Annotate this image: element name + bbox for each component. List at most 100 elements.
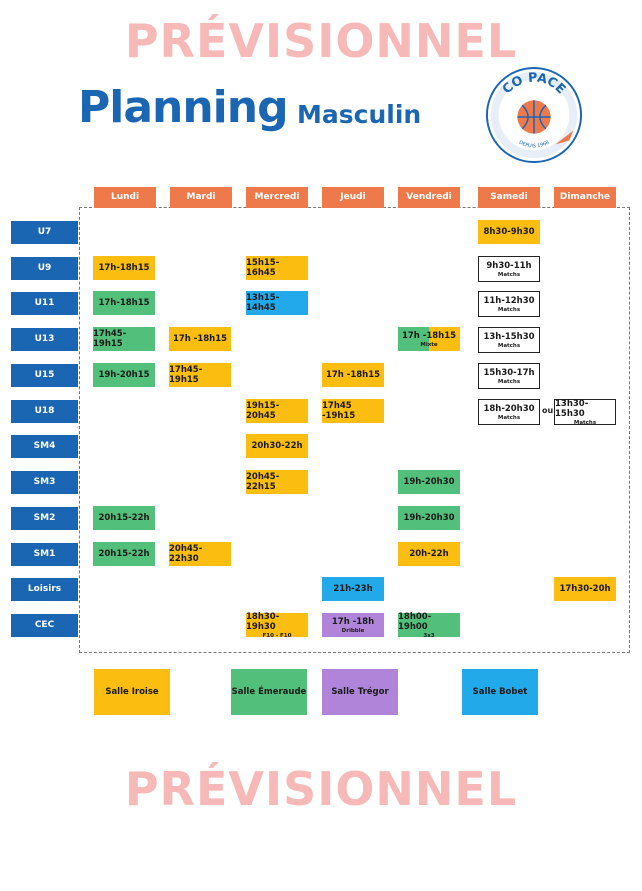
session-time: 17h-18h15	[98, 263, 150, 273]
session-note: Dribble	[341, 627, 365, 634]
svg-text:DEPUIS 1968: DEPUIS 1968	[518, 140, 550, 150]
session-time: 18h00-19h00	[398, 611, 432, 632]
session-note: Matchs	[497, 414, 521, 421]
session-time: 17h30-20h	[559, 584, 611, 594]
session-note: F10 - F10	[262, 632, 292, 639]
category-u15: U15	[11, 364, 78, 387]
category-loisirs: Loisirs	[11, 578, 78, 601]
session-note: Matchs	[497, 306, 521, 313]
session-time: 20h45-22h15	[246, 472, 280, 492]
legend-venue: Salle Bobet	[462, 669, 538, 715]
session-slot: 17h30-20h	[554, 577, 616, 601]
session-slot: 20h45-22h15	[246, 470, 308, 494]
session-time: 13h-15h30	[483, 331, 535, 342]
session-time: 18h30-19h30	[246, 611, 280, 632]
session-slot: 19h-20h30	[398, 506, 460, 530]
session-time: 20h15-22h	[98, 513, 150, 523]
day-header-dimanche: Dimanche	[554, 187, 616, 208]
session-time: 19h-20h30	[403, 513, 455, 523]
category-sm3: SM3	[11, 471, 78, 494]
session-slot: 8h30-9h30	[478, 220, 540, 244]
session-note: Matchs	[497, 378, 521, 385]
session-time: 17h -18h15	[325, 370, 381, 380]
session-slot: 20h30-22h	[246, 434, 308, 458]
day-header-samedi: Samedi	[478, 187, 540, 208]
session-slot: 17h -18h15	[169, 327, 231, 351]
session-slot: 17h45 -19h15	[322, 399, 384, 423]
session-time: 17h-18h15	[98, 298, 150, 308]
session-time: 18h-20h30	[483, 403, 535, 414]
category-cec: CEC	[11, 614, 78, 637]
session-time: 20h15-22h	[98, 549, 150, 559]
logo-text-bottom: DEPUIS 1968	[518, 140, 550, 150]
session-slot: 20h15-22h	[93, 506, 155, 530]
legend-venue: Salle Émeraude	[231, 669, 307, 715]
category-sm2: SM2	[11, 507, 78, 530]
session-note: Mixte	[420, 341, 438, 348]
watermark-top: PRÉVISIONNEL	[124, 14, 518, 68]
session-slot: 19h-20h30	[398, 470, 460, 494]
page-subtitle: Masculin	[297, 100, 422, 129]
session-time: 17h45 -19h15	[322, 401, 356, 421]
watermark-bottom: PRÉVISIONNEL	[124, 762, 518, 816]
category-sm1: SM1	[11, 543, 78, 566]
day-header-jeudi: Jeudi	[322, 187, 384, 208]
session-time: 21h-23h	[333, 584, 373, 594]
day-header-lundi: Lundi	[94, 187, 156, 208]
session-time: 20h-22h	[409, 549, 449, 559]
day-header-mardi: Mardi	[170, 187, 232, 208]
club-logo: CO PACE DEPUIS 1968	[485, 66, 583, 164]
or-label: ou	[542, 406, 554, 415]
session-time: 19h15-20h45	[246, 401, 280, 421]
category-u18: U18	[11, 400, 78, 423]
category-u11: U11	[11, 292, 78, 315]
session-time: 15h15-16h45	[246, 258, 280, 278]
session-slot: 20h15-22h	[93, 542, 155, 566]
session-time: 17h -18h15	[172, 334, 228, 344]
session-time: 20h30-22h	[251, 441, 303, 451]
session-slot: 20h45-22h30	[169, 542, 231, 566]
page-title: Planning	[78, 82, 289, 133]
day-header-vendredi: Vendredi	[398, 187, 460, 208]
session-slot: 15h15-16h45	[246, 256, 308, 280]
category-u7: U7	[11, 221, 78, 244]
category-u13: U13	[11, 328, 78, 351]
session-time: 13h30-15h30	[555, 398, 589, 419]
session-time: 19h-20h15	[98, 370, 150, 380]
session-time: 15h30-17h	[483, 367, 535, 378]
session-time: 17h45-19h15	[93, 329, 127, 349]
session-time: 20h45-22h30	[169, 544, 203, 564]
session-time: 8h30-9h30	[483, 227, 535, 237]
session-slot: 20h-22h	[398, 542, 460, 566]
session-time: 11h-12h30	[483, 295, 535, 306]
session-slot: 19h-20h15	[93, 363, 155, 387]
session-note: Matchs	[573, 419, 597, 426]
session-slot: 21h-23h	[322, 577, 384, 601]
session-time: 17h -18h15	[401, 330, 457, 341]
session-slot: 19h15-20h45	[246, 399, 308, 423]
legend-venue: Salle Trégor	[322, 669, 398, 715]
session-note: Matchs	[497, 342, 521, 349]
session-slot: 13h15-14h45	[246, 291, 308, 315]
session-slot: 17h45-19h15	[169, 363, 231, 387]
session-slot: 17h-18h15	[93, 291, 155, 315]
legend-venue: Salle Iroise	[94, 669, 170, 715]
session-slot: 17h45-19h15	[93, 327, 155, 351]
category-sm4: SM4	[11, 435, 78, 458]
session-slot: 17h -18h15	[322, 363, 384, 387]
category-u9: U9	[11, 257, 78, 280]
day-header-mercredi: Mercredi	[246, 187, 308, 208]
session-time: 9h30-11h	[486, 260, 532, 271]
session-time: 19h-20h30	[403, 477, 455, 487]
session-note: Matchs	[497, 271, 521, 278]
session-slot: 17h-18h15	[93, 256, 155, 280]
